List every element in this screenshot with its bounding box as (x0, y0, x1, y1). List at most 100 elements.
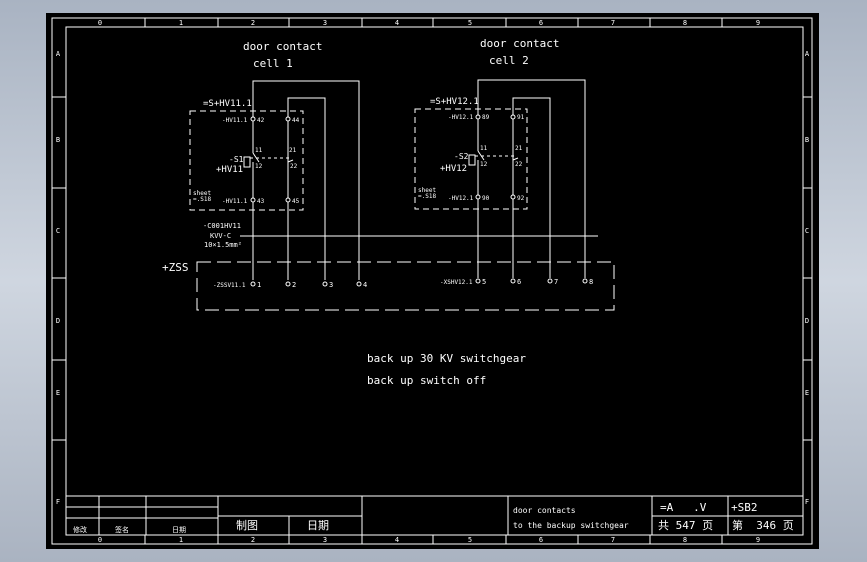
cell1-door-contact: =S+HV11.1 -HV11.1 42 44 11 21 -S1 12 22 … (189, 80, 360, 280)
outer-border (51, 17, 813, 545)
rev-col3-label: 日期 (172, 526, 186, 534)
frame-column-label: 5 (468, 536, 472, 544)
note-line2: back up switch off (367, 374, 486, 387)
cell1-wire-loop-outer (252, 80, 360, 280)
frame-column-label: 8 (683, 19, 687, 27)
cell2-pin-11: 11 (480, 145, 488, 152)
cell2-pin-21: 21 (515, 145, 523, 152)
frame-row-label: F (56, 498, 60, 506)
cell1-terminal-bottom: -HV11.1 (222, 198, 248, 205)
cell1-dashed-box (189, 110, 304, 211)
zss-pin-label: 6 (517, 278, 521, 286)
frame-column-label: 9 (756, 19, 760, 27)
cable-size: 10×1.5mm² (204, 241, 242, 249)
page-number: 第 346 页 (732, 518, 794, 532)
frame-row-label: D (805, 317, 809, 325)
frame-column-label: 2 (251, 19, 255, 27)
cell2-wire-loop-inner (512, 97, 551, 278)
frame-column-label: 1 (179, 19, 183, 27)
rev-col1-label: 修改 (73, 525, 87, 534)
frame-row-label: C (805, 227, 809, 235)
zss-right-terminal: -XSHV12.1 (440, 279, 473, 286)
frame-column-label: 5 (468, 19, 472, 27)
cell2-heading-line2: cell 2 (489, 54, 529, 67)
cell2-dashed-box (414, 108, 528, 210)
frame-column-label: 2 (251, 536, 255, 544)
cell2-pin-90: 90 (482, 195, 490, 202)
total-pages: 共 547 页 (658, 519, 713, 532)
frame-grid-ticks (52, 18, 812, 544)
cell2-pin-22: 22 (515, 161, 523, 168)
frame-column-label: 6 (539, 536, 543, 544)
frame-column-label: 3 (323, 19, 327, 27)
frame-column-label: 8 (683, 536, 687, 544)
location-code: +SB2 (731, 501, 758, 514)
frame-row-label: B (805, 136, 809, 144)
cell1-panel-label: +HV11 (216, 165, 243, 175)
cell2-heading-line1: door contact (480, 37, 559, 50)
cell2-terminal-top: -HV12.1 (448, 114, 474, 121)
zss-pin-label: 2 (292, 281, 296, 289)
cell2-door-contact: =S+HV12.1 -HV12.1 89 91 11 21 -S2 12 22 … (414, 79, 586, 278)
cell1-switch-ref: =S+HV11.1 (203, 99, 252, 109)
frame-row-label: A (56, 50, 61, 58)
frame-column-label: 0 (98, 19, 102, 27)
frame-column-label: 4 (395, 19, 399, 27)
zss-dashed-box (196, 261, 615, 311)
description-line1: door contacts (513, 506, 576, 515)
cell2-switch-label: -S2 (454, 152, 469, 161)
zss-terminal (582, 278, 588, 284)
note-line1: back up 30 KV switchgear (367, 352, 526, 365)
zss-terminal (510, 278, 516, 284)
frame-row-label: A (805, 50, 810, 58)
cell2-panel-label: +HV12 (440, 164, 467, 174)
cell2-sheet-note-1: sheet (418, 187, 436, 194)
description-line2: to the backup switchgear (513, 521, 629, 530)
zss-pin-label: 8 (589, 278, 593, 286)
frame-column-label: 0 (98, 536, 102, 544)
title-block: 修改 签名 日期 制图 日期 door contacts to the back… (66, 495, 803, 535)
zss-pin-label: 7 (554, 278, 558, 286)
frame-column-label: 7 (611, 536, 615, 544)
cell2-pin-89: 89 (482, 114, 490, 121)
zss-terminal (547, 278, 553, 284)
cable-ref: -C001HV11 (203, 222, 241, 230)
frame-row-label: B (56, 136, 60, 144)
inner-border (65, 26, 804, 536)
cell1-sheet-note-2: =.S18 (193, 196, 211, 203)
frame-row-label: F (805, 498, 809, 506)
title-block-grid (66, 495, 803, 535)
cell1-switch-actuator (243, 156, 251, 168)
zss-pin-label: 5 (482, 278, 486, 286)
cell1-switch-label: -S1 (229, 155, 244, 164)
cell1-pin-42: 42 (257, 117, 265, 124)
cell2-terminal-bottom: -HV12.1 (448, 195, 474, 202)
cell1-terminal-top: -HV11.1 (222, 117, 248, 124)
cell1-pin-43: 43 (257, 198, 265, 205)
cell2-contact-a (477, 150, 485, 166)
frame-column-label: 4 (395, 536, 399, 544)
zss-label: +ZSS (162, 261, 189, 274)
cell1-pin-44: 44 (292, 117, 300, 124)
cell1-pin-11: 11 (255, 147, 263, 154)
zss-pin-label: 4 (363, 281, 367, 289)
rev-col2-label: 签名 (115, 525, 129, 534)
zss-terminal (475, 278, 481, 284)
cell2-sheet-note-2: =.S18 (418, 193, 436, 200)
cell1-sheet-note-1: sheet (193, 190, 211, 197)
frame-row-label: D (56, 317, 60, 325)
cell1-heading-line1: door contact (243, 40, 322, 53)
drawn-label: 制图 (236, 519, 258, 532)
cell1-pin-12: 12 (255, 163, 263, 170)
cell1-contact-a (252, 152, 260, 168)
cell2-pin-12: 12 (480, 161, 488, 168)
cell2-contact-b (512, 151, 519, 166)
plant-code: =A .V (660, 501, 707, 514)
cell2-wire-loop-outer (477, 79, 586, 278)
frame-row-label: C (56, 227, 60, 235)
frame-column-label: 9 (756, 536, 760, 544)
cable-type: KVV-C (210, 232, 231, 240)
frame-column-label: 3 (323, 536, 327, 544)
